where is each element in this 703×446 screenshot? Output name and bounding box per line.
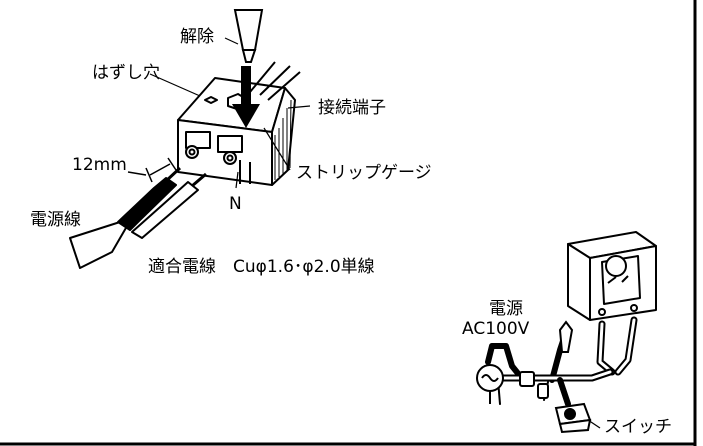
ac-source-icon [476, 364, 504, 404]
screwdriver-icon [233, 9, 264, 63]
outlet-icon [567, 231, 657, 321]
strip-length-label: 12mm [72, 155, 127, 175]
power-wire-label: 電源線 [30, 210, 81, 230]
switch-label: スイッチ [604, 417, 672, 437]
release-label: 解除 [180, 27, 214, 47]
release-hole-label: はずし穴 [92, 63, 160, 83]
wire-spec-label: 適合電線 Cuφ1.6･φ2.0単線 [148, 257, 375, 277]
ac-voltage-label: AC100V [462, 319, 530, 339]
power-wire [69, 166, 207, 269]
leader-lines [149, 37, 311, 189]
arrow-down-icon [232, 66, 260, 128]
strip-length-dimension [127, 157, 177, 183]
strip-gauge-label: ストリップゲージ [296, 163, 432, 183]
terminal-block [177, 61, 301, 186]
n-mark-label: N [229, 194, 242, 214]
power-source-label: 電源 [489, 299, 523, 319]
switch-leader [587, 419, 601, 429]
plug-icon [519, 320, 574, 399]
terminal-label: 接続端子 [318, 98, 386, 118]
switch-icon [554, 402, 592, 434]
